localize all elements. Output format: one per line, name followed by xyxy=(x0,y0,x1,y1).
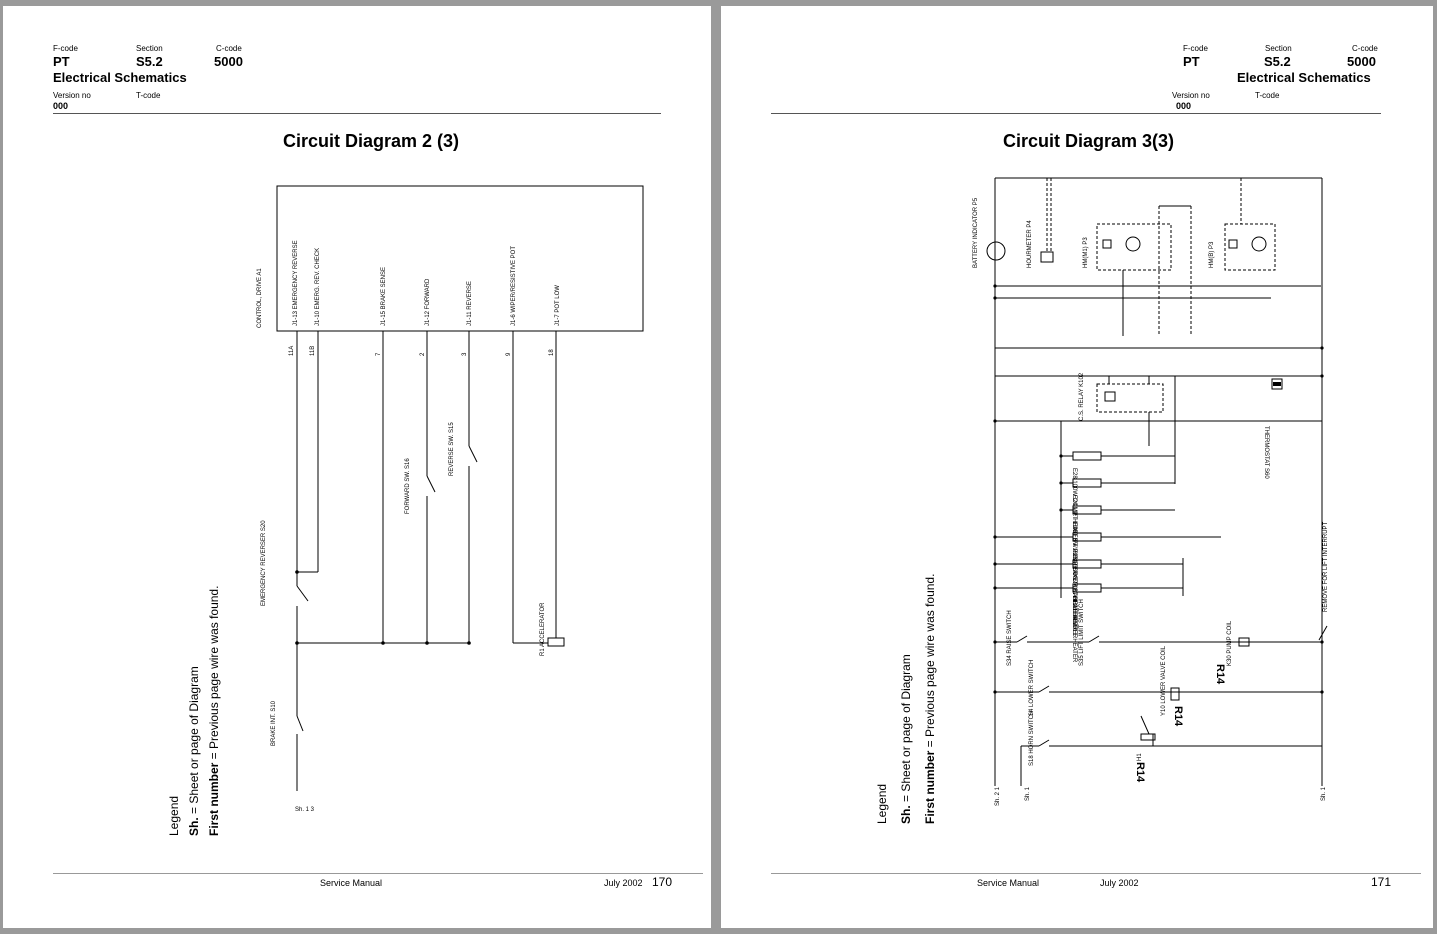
lift-limit-label: S35 LIFT LIMIT SWITCH xyxy=(1079,599,1085,666)
reverse-switch-label: REVERSE SW. S15 xyxy=(449,422,455,476)
footer-manual: Service Manual xyxy=(977,878,1040,888)
legend-line-2: First number = Previous page wire was fo… xyxy=(923,573,937,824)
hourmeter-label: HOURMETER P4 xyxy=(1027,220,1033,268)
legend-line-1: Sh. = Sheet or page of Diagram xyxy=(187,666,201,836)
thermostat-label: THERMOSTAT S60 xyxy=(1263,426,1269,479)
version-value: 000 xyxy=(53,101,69,111)
version-label: Version no xyxy=(1172,91,1210,100)
page-number: 171 xyxy=(1371,875,1392,889)
svg-text:R14: R14 xyxy=(1172,706,1184,727)
battery-indicator-label: BATTERY INDICATOR P5 xyxy=(973,197,979,268)
hm-b-label: HM(B) P3 xyxy=(1209,241,1215,268)
raise-switch-label: S34 RAISE SWITCH xyxy=(1007,610,1013,666)
page-title: Circuit Diagram 3(3) xyxy=(1003,131,1175,151)
remove-lift-interrupt-note: REMOVE FOR LIFT INTERRUPT xyxy=(1323,521,1329,612)
pin-label: J1-13 EMERGENCY REVERSE xyxy=(293,240,299,326)
tcode-label: T-code xyxy=(136,91,161,100)
pin-label: J1-7 POT LOW xyxy=(555,285,561,326)
heater-label: E26 LIFT PUMP CONTACTOR HEATER xyxy=(1071,522,1077,631)
wire-number: 7 xyxy=(376,352,382,356)
emergency-reverser-label: EMERGENCY REVERSER S20 xyxy=(261,520,267,606)
section-label: Section xyxy=(136,44,163,53)
tcode-label: T-code xyxy=(1255,91,1280,100)
heater-label: E22 HANDLE HEATER xyxy=(1071,576,1077,639)
footer-rule xyxy=(771,873,1421,874)
pin-label: J1-12 FORWARD xyxy=(425,278,431,326)
lower-valve-label: Y10 LOWER VALVE COIL xyxy=(1161,645,1167,716)
header-heading: Electrical Schematics xyxy=(53,70,187,85)
cs-relay-label: C.S. RELAY K102 xyxy=(1079,372,1085,421)
version-value: 000 xyxy=(1176,101,1192,111)
header-rule xyxy=(771,113,1381,114)
forward-switch-label: FORWARD SW. S16 xyxy=(405,458,411,514)
document-page-left: F-code Section C-code PT S5.2 5000 Elect… xyxy=(3,6,711,928)
pin-label: J1-10 EMERG. REV. CHECK xyxy=(315,248,321,326)
version-label: Version no xyxy=(53,91,91,100)
ccode-value: 5000 xyxy=(1347,54,1376,69)
heater-label: E24 LIFT LIMIT SW. HEATER xyxy=(1071,495,1077,575)
wire-number: 11B xyxy=(310,346,316,356)
wire-number: 18 xyxy=(549,349,555,356)
horn-label: H1 xyxy=(1137,753,1143,761)
page-title: Circuit Diagram 2 (3) xyxy=(283,131,460,151)
wire-number: 3 xyxy=(462,352,468,356)
pump-coil-label: K30 PUMP COIL xyxy=(1227,620,1233,666)
heater-label: E28 100W COMP. HEATER xyxy=(1071,468,1077,543)
page-number: 170 xyxy=(652,875,673,889)
footer-rule xyxy=(53,873,703,874)
header-heading: Electrical Schematics xyxy=(1237,70,1371,85)
section-value: S5.2 xyxy=(1264,54,1291,69)
sheet-ref: Sh. 2 1 xyxy=(995,786,1001,806)
ccode-label: C-code xyxy=(216,44,242,53)
horn-switch-label: S18 HORN SWITCH xyxy=(1029,711,1035,766)
circuit-diagram-3: R14 R14 R14 BATTERY INDICATOR P5 HOURMET… xyxy=(973,177,1329,806)
document-page-right: F-code Section C-code PT S5.2 5000 Elect… xyxy=(721,6,1433,928)
sheet-ref: Sh. 1 xyxy=(1321,786,1327,801)
footer-date: July 2002 xyxy=(604,878,643,888)
legend-title: Legend xyxy=(875,783,889,824)
svg-text:R14: R14 xyxy=(1214,664,1226,685)
accelerator-label: R1 ACCELERATOR xyxy=(540,602,546,656)
heater-label: E21 HANDLE HEATER xyxy=(1071,600,1077,663)
sheet-ref: Sh. 1 xyxy=(1025,786,1031,801)
section-label: Section xyxy=(1265,44,1292,53)
footer-date: July 2002 xyxy=(1100,878,1139,888)
wire-number: 11A xyxy=(289,346,295,356)
brake-switch-label: BRAKE INT. S10 xyxy=(271,700,277,746)
wire-number: 9 xyxy=(506,352,512,356)
fcode-label: F-code xyxy=(53,44,78,53)
heater-label: E23 BRAKE SW. HEATER xyxy=(1071,549,1077,621)
controller-label: CONTROL, DRIVE A1 xyxy=(257,268,263,328)
fcode-value: PT xyxy=(53,54,70,69)
pin-label: J1-6 WIPER/RESISTIVE POT xyxy=(511,246,517,326)
pin-label: J1-15 BRAKE SENSE xyxy=(381,267,387,326)
footer-manual: Service Manual xyxy=(320,878,383,888)
legend-title: Legend xyxy=(167,795,181,836)
ccode-value: 5000 xyxy=(214,54,243,69)
circuit-diagram-2: 11A 11B 7 2 3 9 18 CONTROL, DRIVE A1 J1-… xyxy=(257,185,644,813)
fcode-label: F-code xyxy=(1183,44,1208,53)
svg-text:R14: R14 xyxy=(1134,762,1146,783)
hm-m1-label: HM(M1) P3 xyxy=(1083,237,1089,268)
fcode-value: PT xyxy=(1183,54,1200,69)
wire-number: 2 xyxy=(420,352,426,356)
section-value: S5.2 xyxy=(136,54,163,69)
header-rule xyxy=(53,113,661,114)
legend-line-2: First number = Previous page wire was fo… xyxy=(207,585,221,836)
legend-line-1: Sh. = Sheet or page of Diagram xyxy=(899,654,913,824)
sheet-ref: Sh. 1 3 xyxy=(295,807,315,813)
ccode-label: C-code xyxy=(1352,44,1378,53)
lower-switch-label: S4 LOWER SWITCH xyxy=(1029,660,1035,716)
pin-label: J1-11 REVERSE xyxy=(467,281,473,326)
